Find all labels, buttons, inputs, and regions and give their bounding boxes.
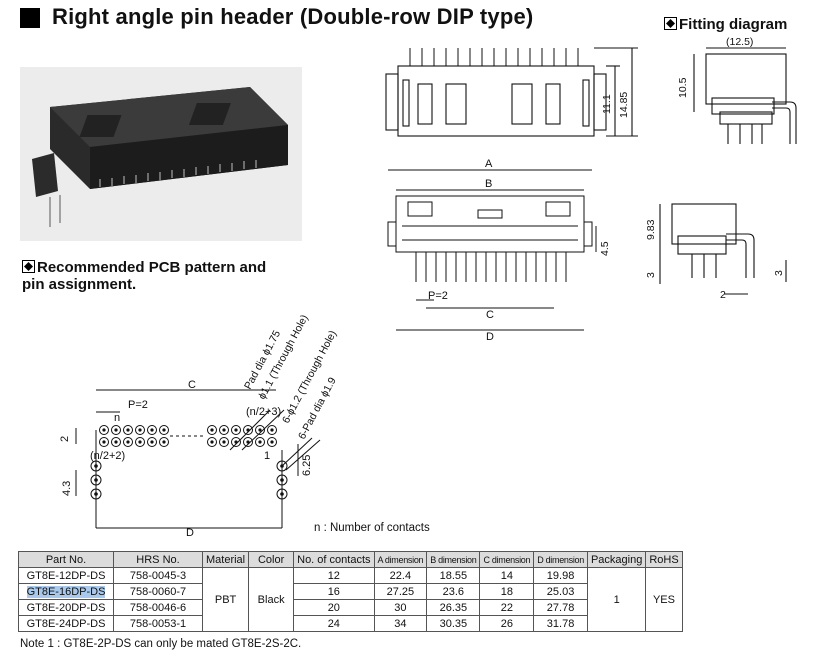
th-b-dim: B dimension [426,551,481,568]
selected-text[interactable]: GT8E-16DP-DS [26,585,106,598]
spec-table: Part No. HRS No. Material Color No. of c… [18,551,683,632]
cell-material: PBT [201,567,250,632]
cell-part: GT8E-12DP-DS [18,567,114,584]
dim-12-5: (12.5) [726,36,753,48]
table-header-row: Part No. HRS No. Material Color No. of c… [18,551,683,568]
cell-contacts: 20 [293,599,375,616]
dim-9-83: 9.83 [645,219,657,240]
title-square-icon [20,8,40,28]
cell-a: 27.25 [373,583,428,600]
th-rohs: RoHS [645,551,683,568]
dim-D-pcb: D [186,527,194,539]
cell-contacts: 16 [293,583,375,600]
dim-14-85: 14.85 [618,92,630,118]
cell-packaging: 1 [586,567,647,632]
dim-4-5: 4.5 [599,241,611,256]
cell-b: 26.35 [426,599,481,616]
fitting-diagram-side: 9.83 3 3 2 [645,203,787,301]
page-title: Right angle pin header (Double-row DIP t… [52,4,534,29]
dim-D: D [486,331,494,343]
diamond-bullet-icon [22,260,35,273]
th-color: Color [248,551,295,568]
pcb-heading: Recommended PCB pattern and pin assignme… [22,259,267,293]
cell-c: 26 [479,615,535,632]
dim-4-3: 4.3 [61,481,73,496]
label-n2p2: (n/2+2) [90,450,125,462]
fitting-diagram-top: (12.5) 10.5 [677,36,797,144]
front-view-drawing: A B C D P=2 4.5 [387,158,611,343]
dim-3-right: 3 [773,270,785,276]
cell-hrs: 758-0046-6 [113,599,203,616]
cell-part: GT8E-20DP-DS [18,599,114,616]
th-packaging: Packaging [586,551,647,568]
dim-10-5: 10.5 [677,77,689,98]
cell-hrs: 758-0053-1 [113,615,203,632]
cell-part: GT8E-24DP-DS [18,615,114,632]
cell-contacts: 24 [293,615,375,632]
cell-d: 27.78 [533,599,588,616]
cell-d: 25.03 [533,583,588,600]
label-n2p3: (n/2+3) [246,406,281,418]
th-hrs-no: HRS No. [113,551,203,568]
contacts-note: n : Number of contacts [314,522,430,534]
cell-c: 18 [479,583,535,600]
dim-2-pcb: 2 [59,436,71,442]
cell-contacts: 12 [293,567,375,584]
cell-a: 34 [373,615,428,632]
dim-2: 2 [720,289,726,301]
th-c-dim: C dimension [479,551,535,568]
cell-a: 30 [373,599,428,616]
dim-C: C [486,309,494,321]
label-1: 1 [264,450,270,462]
cell-b: 23.6 [426,583,481,600]
cell-rohs: YES [645,567,683,632]
dim-C-pcb: C [188,379,196,391]
cell-part-selected[interactable]: GT8E-16DP-DS [18,583,114,600]
fitting-heading: Fitting diagram [664,16,787,33]
cell-b: 18.55 [426,567,481,584]
dim-A: A [485,158,493,170]
diamond-bullet-icon [664,17,677,30]
cell-hrs: 758-0045-3 [113,567,203,584]
product-photo [20,67,302,241]
table-row: GT8E-16DP-DS 758-0060-7 16 27.25 23.6 18… [18,583,683,600]
table-row: GT8E-24DP-DS 758-0053-1 24 34 30.35 26 3… [18,615,683,632]
cell-d: 19.98 [533,567,588,584]
top-view-drawing: 11.1 14.85 [385,47,638,137]
cell-a: 22.4 [373,567,428,584]
footnote: Note 1 : GT8E-2P-DS can only be mated GT… [20,638,302,650]
dim-6-25: 6.25 [301,455,313,476]
th-contacts: No. of contacts [293,551,375,568]
dim-B: B [485,178,492,190]
dim-pitch: P=2 [428,290,448,302]
dim-11-1: 11.1 [601,94,613,114]
cell-d: 31.78 [533,615,588,632]
th-d-dim: D dimension [533,551,588,568]
dim-3-left: 3 [645,272,657,278]
cell-color: Black [248,567,295,632]
dim-pitch-pcb: P=2 [128,399,148,411]
pcb-pattern-drawing: C D P=2 n (n/2+3) (n/2+2) 1 2 6.25 4.3 P… [59,313,339,539]
label-n: n [114,412,120,424]
cell-b: 30.35 [426,615,481,632]
th-part-no: Part No. [18,551,114,568]
table-row: GT8E-20DP-DS 758-0046-6 20 30 26.35 22 2… [18,599,683,616]
cell-hrs: 758-0060-7 [113,583,203,600]
table-row: GT8E-12DP-DS 758-0045-3 PBT Black 12 22.… [18,567,683,632]
th-material: Material [201,551,250,568]
cell-c: 14 [479,567,535,584]
cell-c: 22 [479,599,535,616]
th-a-dim: A dimension [373,551,428,568]
connector-photo-illustration [32,87,288,227]
